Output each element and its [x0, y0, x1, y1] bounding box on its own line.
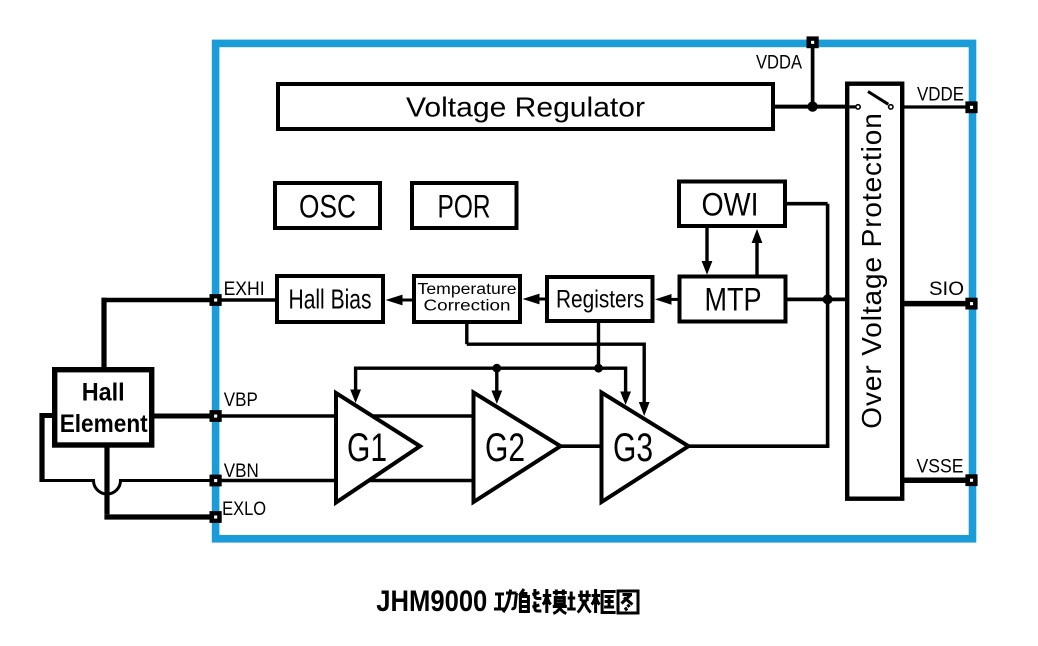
svg-text:VBP: VBP: [224, 390, 258, 411]
svg-text:G3: G3: [613, 426, 653, 470]
svg-text:VDDA: VDDA: [756, 53, 802, 74]
svg-text:VBN: VBN: [224, 461, 259, 482]
svg-text:Temperature: Temperature: [418, 281, 517, 298]
svg-text:SIO: SIO: [929, 279, 964, 300]
svg-text:Element: Element: [60, 410, 149, 438]
svg-text:Hall Bias: Hall Bias: [289, 284, 372, 315]
svg-text:EXLO: EXLO: [222, 499, 266, 520]
svg-text:Voltage Regulator: Voltage Regulator: [406, 92, 645, 123]
svg-text:OWI: OWI: [702, 187, 759, 223]
svg-text:Registers: Registers: [556, 286, 644, 314]
svg-text:Over Voltage Protection: Over Voltage Protection: [856, 112, 887, 428]
svg-text:MTP: MTP: [705, 282, 762, 318]
svg-text:Hall: Hall: [82, 378, 125, 406]
svg-text:EXHI: EXHI: [224, 279, 265, 300]
svg-text:Correction: Correction: [424, 297, 511, 314]
svg-text:JHM9000: JHM9000: [376, 585, 487, 618]
svg-text:OSC: OSC: [299, 189, 356, 225]
svg-text:POR: POR: [438, 189, 491, 225]
svg-text:VDDE: VDDE: [917, 84, 964, 105]
svg-text:VSSE: VSSE: [917, 457, 964, 478]
svg-text:G2: G2: [485, 426, 525, 470]
svg-text:G1: G1: [347, 426, 387, 470]
